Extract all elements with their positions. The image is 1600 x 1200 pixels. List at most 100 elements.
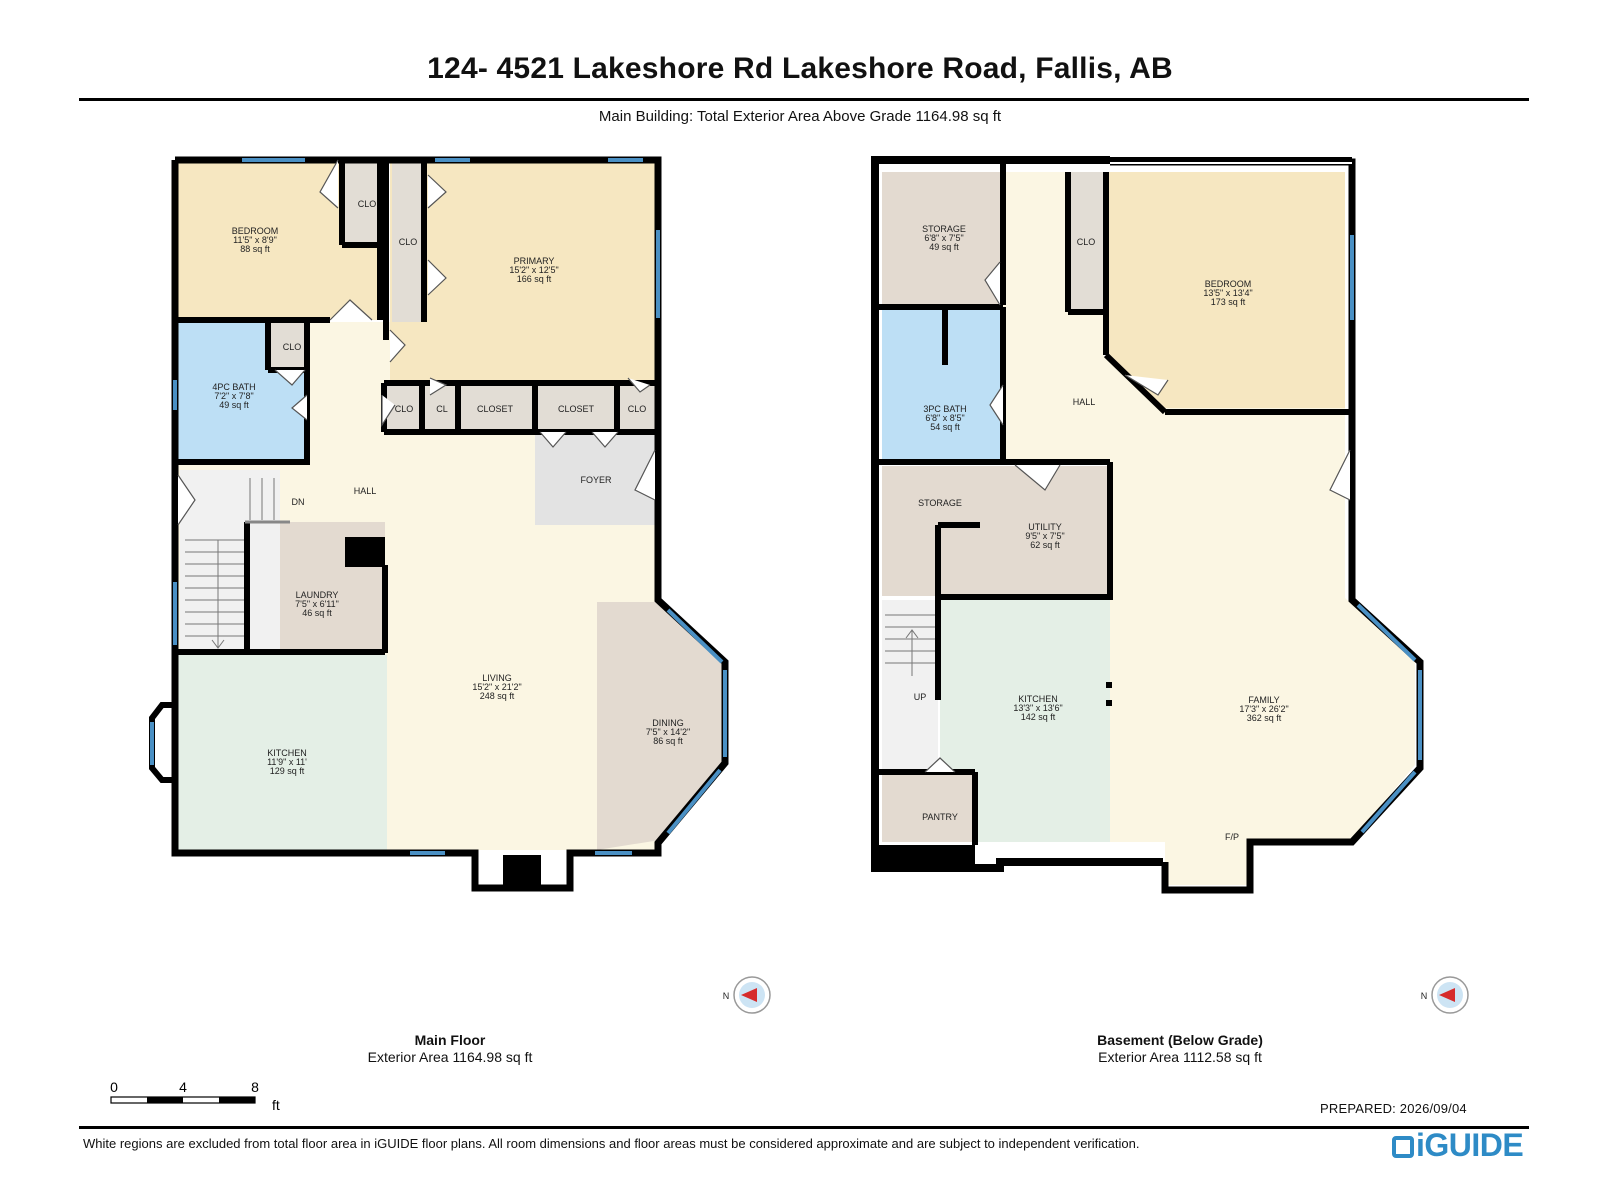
- bedroom-room: [1105, 172, 1345, 408]
- bath-dims: 6'8" x 8'5": [925, 413, 964, 423]
- storage-area: 49 sq ft: [929, 242, 959, 252]
- scale-tick-4: 4: [179, 1079, 187, 1095]
- dining-dims: 7'5" x 14'2": [646, 727, 690, 737]
- kitchen-area: 129 sq ft: [270, 766, 305, 776]
- compass-north-label: N: [1421, 991, 1428, 1001]
- living-area: 248 sq ft: [480, 691, 515, 701]
- bedroom-dims: 11'5" x 8'9": [233, 235, 277, 245]
- storage-name: STORAGE: [922, 224, 966, 234]
- closet-label: CLO: [1077, 237, 1096, 247]
- closet-label: CLO: [358, 199, 377, 209]
- dining-room: [597, 602, 725, 850]
- closet-area: [392, 162, 422, 322]
- closet-label: CLO: [399, 237, 418, 247]
- scale-tick-8: 8: [251, 1079, 259, 1095]
- laundry-name: LAUNDRY: [296, 590, 339, 600]
- living-dims: 15'2" x 21'2": [472, 682, 521, 692]
- primary-dims: 15'2" x 12'5": [509, 265, 558, 275]
- scale-unit: ft: [272, 1097, 280, 1113]
- closet-label: CLO: [628, 404, 647, 414]
- laundry-dims: 7'5" x 6'11": [295, 599, 339, 609]
- compass-north-label: N: [723, 991, 730, 1001]
- family-area: 362 sq ft: [1247, 713, 1282, 723]
- family-dims: 17'3" x 26'2": [1239, 704, 1288, 714]
- main-floor-area: Exterior Area 1164.98 sq ft: [367, 1049, 533, 1065]
- bath-name: 4PC BATH: [212, 382, 255, 392]
- primary-area: 166 sq ft: [517, 274, 552, 284]
- bedroom-area: 173 sq ft: [1211, 297, 1246, 307]
- stairs-down-label: DN: [292, 497, 305, 507]
- basement-interior-walls: [875, 157, 1352, 845]
- pantry-room: [882, 770, 972, 842]
- living-name: LIVING: [482, 673, 512, 683]
- compass-icon: N: [1421, 976, 1469, 1014]
- prepared-date: PREPARED: 2026/09/04: [1320, 1101, 1467, 1116]
- kitchen-name: KITCHEN: [1018, 694, 1058, 704]
- bath-name: 3PC BATH: [923, 404, 966, 414]
- stairs-up-label: UP: [914, 692, 927, 702]
- utility-room: [882, 466, 1108, 596]
- scale-bar: 0 4 8 ft: [110, 1079, 280, 1113]
- bedroom-dims: 13'5" x 13'4": [1203, 288, 1252, 298]
- closet-label: CLO: [395, 404, 414, 414]
- bath-area: 49 sq ft: [219, 400, 249, 410]
- main-exterior-wall: [171, 156, 729, 892]
- scale-tick-0: 0: [110, 1079, 118, 1095]
- basement-caption: Basement (Below Grade) Exterior Area 111…: [1040, 1032, 1320, 1066]
- bedroom-name: BEDROOM: [232, 226, 279, 236]
- pantry-thick-wall: [875, 845, 975, 867]
- laundry-area: 46 sq ft: [302, 608, 332, 618]
- kitchen-area: 142 sq ft: [1021, 712, 1056, 722]
- main-interior-walls: [175, 160, 658, 655]
- basement-plan: STORAGE 6'8" x 7'5" 49 sq ft BEDROOM 13'…: [871, 156, 1424, 894]
- utility-name: UTILITY: [1028, 522, 1062, 532]
- closet-area: [535, 385, 657, 430]
- post-block: [1106, 682, 1112, 688]
- chimney-block: [345, 537, 385, 567]
- main-doors: [177, 159, 656, 526]
- closet-area: [1068, 172, 1104, 310]
- fireplace: [503, 855, 541, 887]
- dining-name: DINING: [652, 718, 684, 728]
- iguide-logo-text: iGUIDE: [1416, 1127, 1524, 1163]
- kitchen-dims: 13'3" x 13'6": [1013, 703, 1062, 713]
- hall-label: HALL: [354, 486, 377, 496]
- post-block: [1106, 700, 1112, 706]
- dining-area: 86 sq ft: [653, 736, 683, 746]
- closet-label: CLOSET: [558, 404, 595, 414]
- compass-icon: N: [723, 976, 771, 1014]
- kitchen-dims: 11'9" x 11': [267, 757, 307, 767]
- storage-dims: 6'8" x 7'5": [924, 233, 963, 243]
- bedroom-name: BEDROOM: [1205, 279, 1252, 289]
- closet-label: CLO: [283, 342, 302, 352]
- iguide-logo: iGUIDE: [1392, 1127, 1524, 1164]
- main-floor-plan: BEDROOM 11'5" x 8'9" 88 sq ft PRIMARY 15…: [149, 156, 729, 892]
- storage-room: [882, 172, 1000, 304]
- main-floor-title: Main Floor: [414, 1032, 486, 1048]
- stairs-up: [885, 614, 935, 676]
- bedroom-area: 88 sq ft: [240, 244, 270, 254]
- foyer-area: [535, 433, 657, 525]
- footer-rule: [79, 1126, 1529, 1129]
- closet-label: CL: [436, 404, 448, 414]
- main-floor-caption: Main Floor Exterior Area 1164.98 sq ft: [330, 1032, 570, 1066]
- closet-area: [345, 162, 378, 247]
- main-windows: [150, 158, 727, 855]
- iguide-logo-icon: [1392, 1136, 1414, 1158]
- kitchen-room: [177, 655, 387, 852]
- bath-area: 54 sq ft: [930, 422, 960, 432]
- fireplace-label: F/P: [1225, 832, 1239, 842]
- basement-title: Basement (Below Grade): [1097, 1032, 1263, 1048]
- page-title: 124- 4521 Lakeshore Rd Lakeshore Road, F…: [427, 52, 1173, 85]
- pantry-label: PANTRY: [922, 812, 958, 822]
- basement-area: Exterior Area 1112.58 sq ft: [1098, 1049, 1262, 1065]
- header-rule: [79, 98, 1529, 101]
- basement-doors: [924, 261, 1351, 773]
- basement-exterior-wall: [871, 156, 1163, 872]
- utility-dims: 9'5" x 7'5": [1025, 531, 1064, 541]
- storage-label: STORAGE: [918, 498, 962, 508]
- page-subtitle: Main Building: Total Exterior Area Above…: [598, 108, 1002, 125]
- utility-area: 62 sq ft: [1030, 540, 1060, 550]
- bath-dims: 7'2" x 7'8": [214, 391, 253, 401]
